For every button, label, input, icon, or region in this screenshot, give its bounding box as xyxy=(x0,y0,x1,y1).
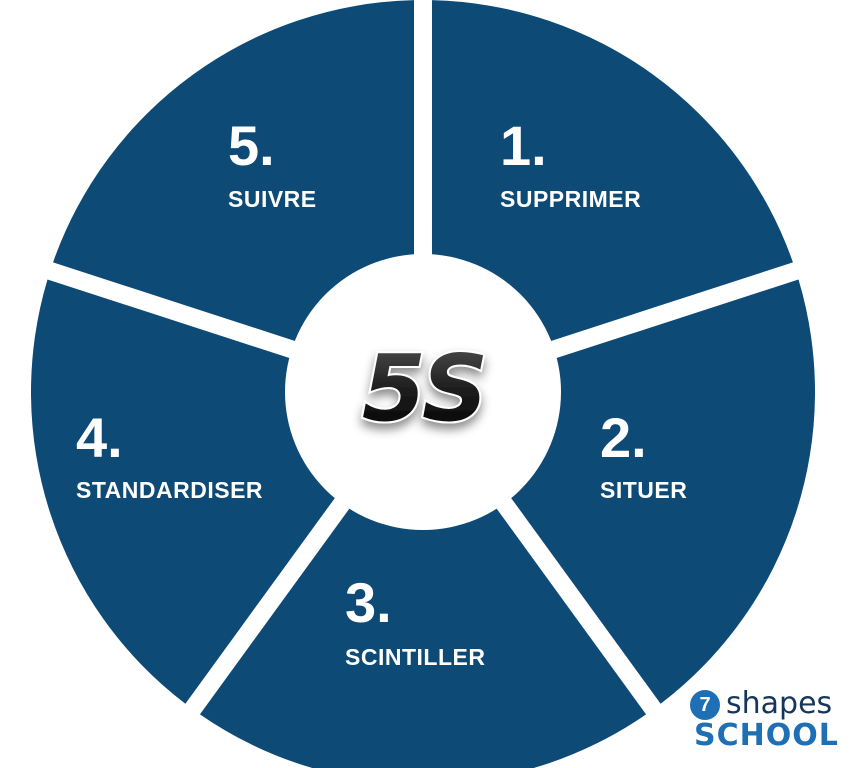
segment-3 xyxy=(199,506,647,768)
segment-1-label: SUPPRIMER xyxy=(500,186,641,212)
segment-4-number: 4. xyxy=(76,406,123,469)
segment-5 xyxy=(53,0,415,342)
logo-word-shapes: shapes xyxy=(726,686,833,721)
segment-5-label: SUIVRE xyxy=(228,186,317,212)
seven-shapes-school-logo: 7 shapes SCHOOL xyxy=(690,686,840,752)
segment-3-label: SCINTILLER xyxy=(345,644,485,670)
segments-layer: 1. SUPPRIMER 2. SITUER 3. SCINTILLER 4. STANDAR… xyxy=(31,0,815,768)
segment-2-number: 2. xyxy=(600,406,647,469)
segment-3-number: 3. xyxy=(345,571,392,634)
segment-1 xyxy=(431,0,793,342)
segment-4-label: STANDARDISER xyxy=(76,477,263,503)
segment-4 xyxy=(31,279,337,704)
segment-2 xyxy=(509,279,815,704)
center-title: 5S xyxy=(362,335,484,442)
segment-1-number: 1. xyxy=(500,114,547,177)
logo-badge: 7 xyxy=(690,690,720,720)
logo-word-school: SCHOOL xyxy=(694,718,839,753)
segment-2-label: SITUER xyxy=(600,477,687,503)
center-circle xyxy=(285,254,561,530)
segment-5-number: 5. xyxy=(228,114,275,177)
